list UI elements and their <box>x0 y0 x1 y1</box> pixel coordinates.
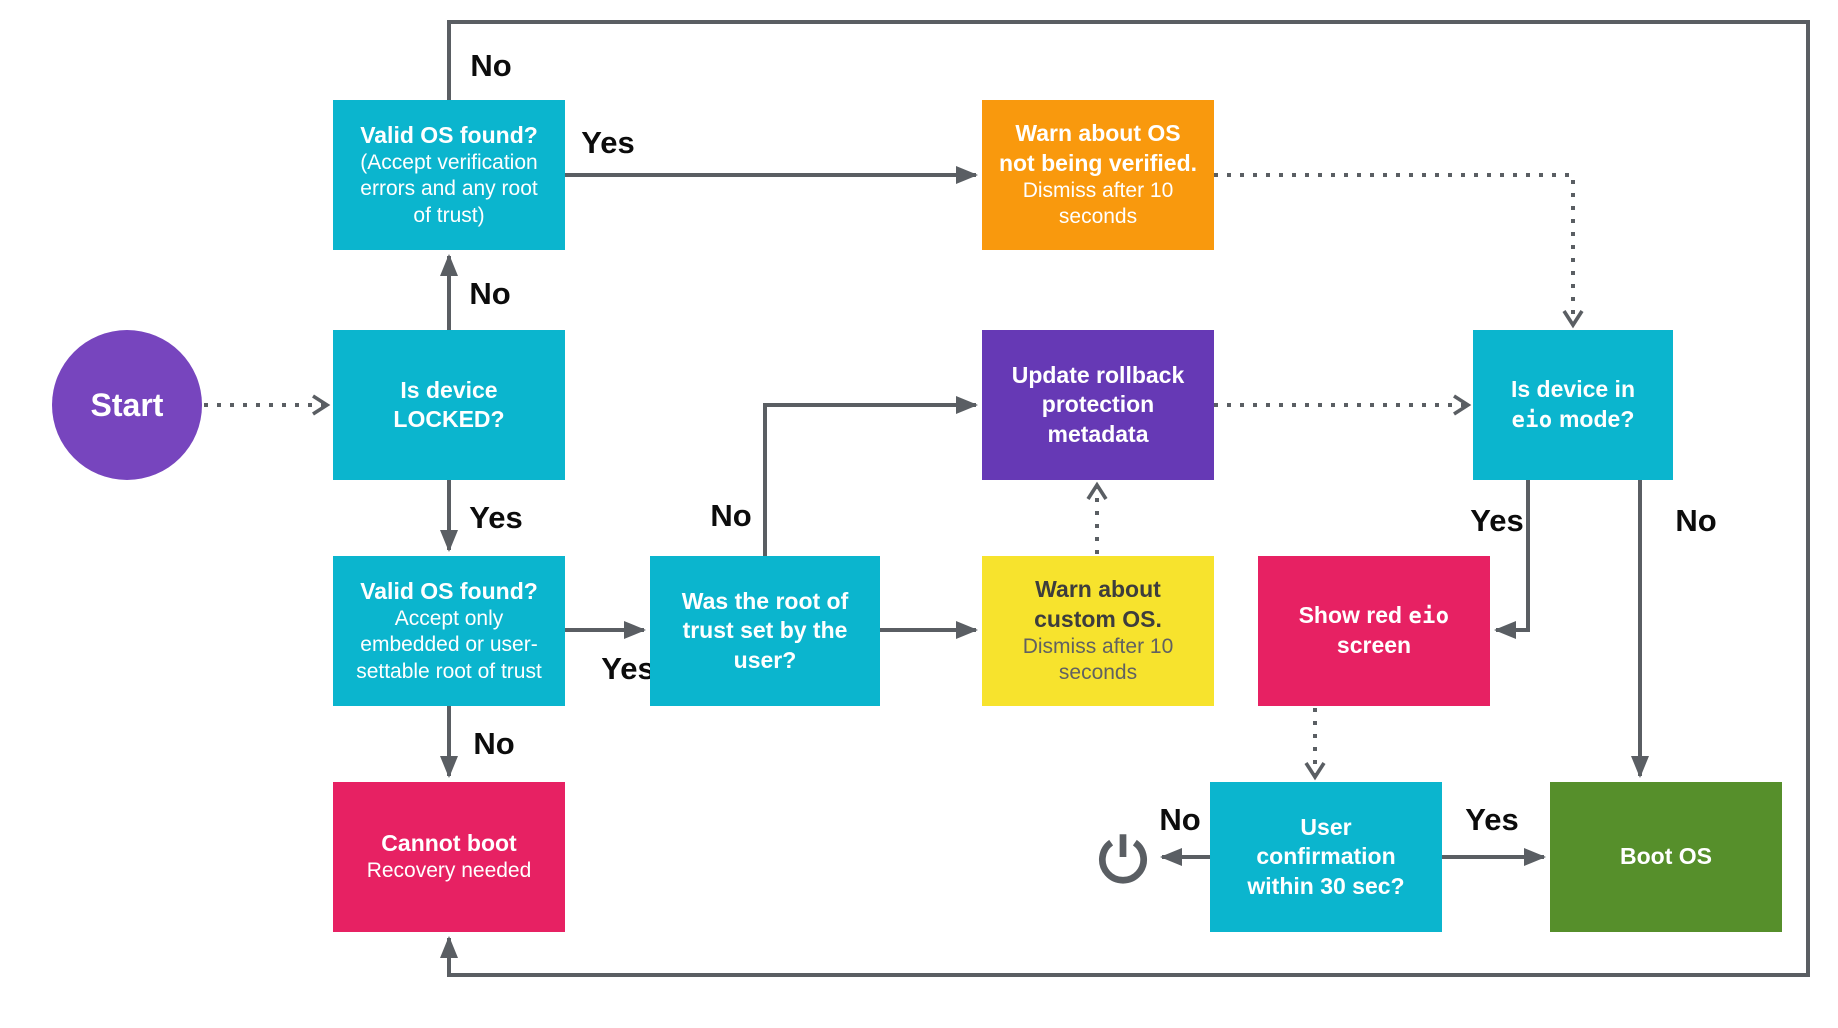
edge-wasroot-no <box>763 396 978 556</box>
node-warn-custom: Warn about custom OS.Dismiss after 10 se… <box>982 556 1214 706</box>
text-segment: Dismiss after 10 seconds <box>1022 634 1174 685</box>
mono-text: eio <box>1408 604 1450 630</box>
node-valid-os-embedded: Valid OS found? Accept only embedded or u… <box>333 556 565 706</box>
node-was-root: Was the root of trust set by the user? <box>650 556 880 706</box>
node-warn-unverified-line: Warn about OS not being verified. <box>998 119 1198 178</box>
node-eio-mode: Is device in eio mode? <box>1473 330 1673 480</box>
edge-label-locked-no-up: No <box>469 276 511 311</box>
text-segment: Recovery needed <box>366 859 532 883</box>
node-cannot-boot-line: Recovery needed <box>367 858 532 884</box>
text-segment: Dismiss after 10 seconds <box>1022 178 1174 229</box>
node-locked: Is device LOCKED? <box>333 330 565 480</box>
text-segment: Show red <box>1298 602 1409 629</box>
node-update-rollback-line: Update rollback protection metadata <box>998 361 1198 449</box>
text-segment: Was the root of trust set by the user? <box>681 587 849 673</box>
node-valid-os-embedded-line: Valid OS found? <box>360 577 538 606</box>
node-valid-os-any-line: (Accept verification errors and any root… <box>349 150 549 229</box>
text-segment: User confirmation within 30 sec? <box>1247 813 1405 899</box>
node-valid-os-any: Valid OS found? (Accept verification erro… <box>333 100 565 250</box>
node-boot-os: Boot OS <box>1550 782 1782 932</box>
edge-label-confirm-no: No <box>1159 802 1201 837</box>
text-segment: Update rollback protection metadata <box>1011 361 1185 447</box>
text-segment: Start <box>90 386 164 423</box>
node-start-line: Start <box>91 385 164 426</box>
text-segment: Warn about OS not being verified. <box>998 120 1198 176</box>
node-boot-os-line: Boot OS <box>1620 842 1712 871</box>
node-eio-mode-line: Is device in eio mode? <box>1489 375 1657 434</box>
text-segment: mode? <box>1552 405 1635 432</box>
node-show-red-eio-line: Show red eio screen <box>1274 601 1474 660</box>
edge-label-confirm-yes: Yes <box>1465 802 1519 837</box>
node-was-root-line: Was the root of trust set by the user? <box>666 587 864 675</box>
edge-label-wasroot-no: No <box>710 498 752 533</box>
edge-eio-yes <box>1494 480 1530 639</box>
node-update-rollback: Update rollback protection metadata <box>982 330 1214 480</box>
node-cannot-boot-line: Cannot boot <box>381 829 516 858</box>
text-segment: screen <box>1336 632 1412 659</box>
node-locked-line: Is device LOCKED? <box>349 376 549 435</box>
node-user-confirm-line: User confirmation within 30 sec? <box>1238 813 1414 901</box>
node-warn-unverified: Warn about OS not being verified.Dismiss… <box>982 100 1214 250</box>
edge-label-validany-no-loop: No <box>470 48 512 83</box>
edge-warn-to-eio <box>1214 173 1584 329</box>
edge-label-eio-yes: Yes <box>1470 503 1524 538</box>
node-valid-os-embedded-line: Accept only embedded or user-settable ro… <box>349 606 549 685</box>
text-segment: Valid OS found? <box>360 577 538 604</box>
edge-validany-no-loop <box>440 20 1810 977</box>
mono-text: eio <box>1511 407 1553 433</box>
node-warn-unverified-line: Dismiss after 10 seconds <box>998 178 1198 231</box>
edge-label-locked-yes-down: Yes <box>469 500 523 535</box>
text-segment: Valid OS found? <box>360 121 538 148</box>
node-warn-custom-line: Warn about custom OS. <box>998 575 1198 634</box>
text-segment: Is device in <box>1510 376 1635 403</box>
text-segment: (Accept verification errors and any root… <box>360 151 538 227</box>
text-segment: Boot OS <box>1620 843 1712 870</box>
edge-label-validemb-no-down: No <box>473 726 515 761</box>
text-segment: Accept only embedded or user-settable ro… <box>356 607 542 683</box>
text-segment: Warn about custom OS. <box>1034 576 1162 632</box>
text-segment: Is device LOCKED? <box>393 376 505 432</box>
node-start: Start <box>52 330 202 480</box>
node-show-red-eio: Show red eio screen <box>1258 556 1490 706</box>
node-warn-custom-line: Dismiss after 10 seconds <box>998 634 1198 687</box>
text-segment: Cannot boot <box>381 830 517 857</box>
power-icon <box>1092 824 1154 890</box>
edge-label-validemb-yes: Yes <box>601 651 655 686</box>
node-valid-os-any-line: Valid OS found? <box>360 121 538 150</box>
edge-label-validany-yes: Yes <box>581 125 635 160</box>
edge-label-eio-no: No <box>1675 503 1717 538</box>
node-user-confirm: User confirmation within 30 sec? <box>1210 782 1442 932</box>
